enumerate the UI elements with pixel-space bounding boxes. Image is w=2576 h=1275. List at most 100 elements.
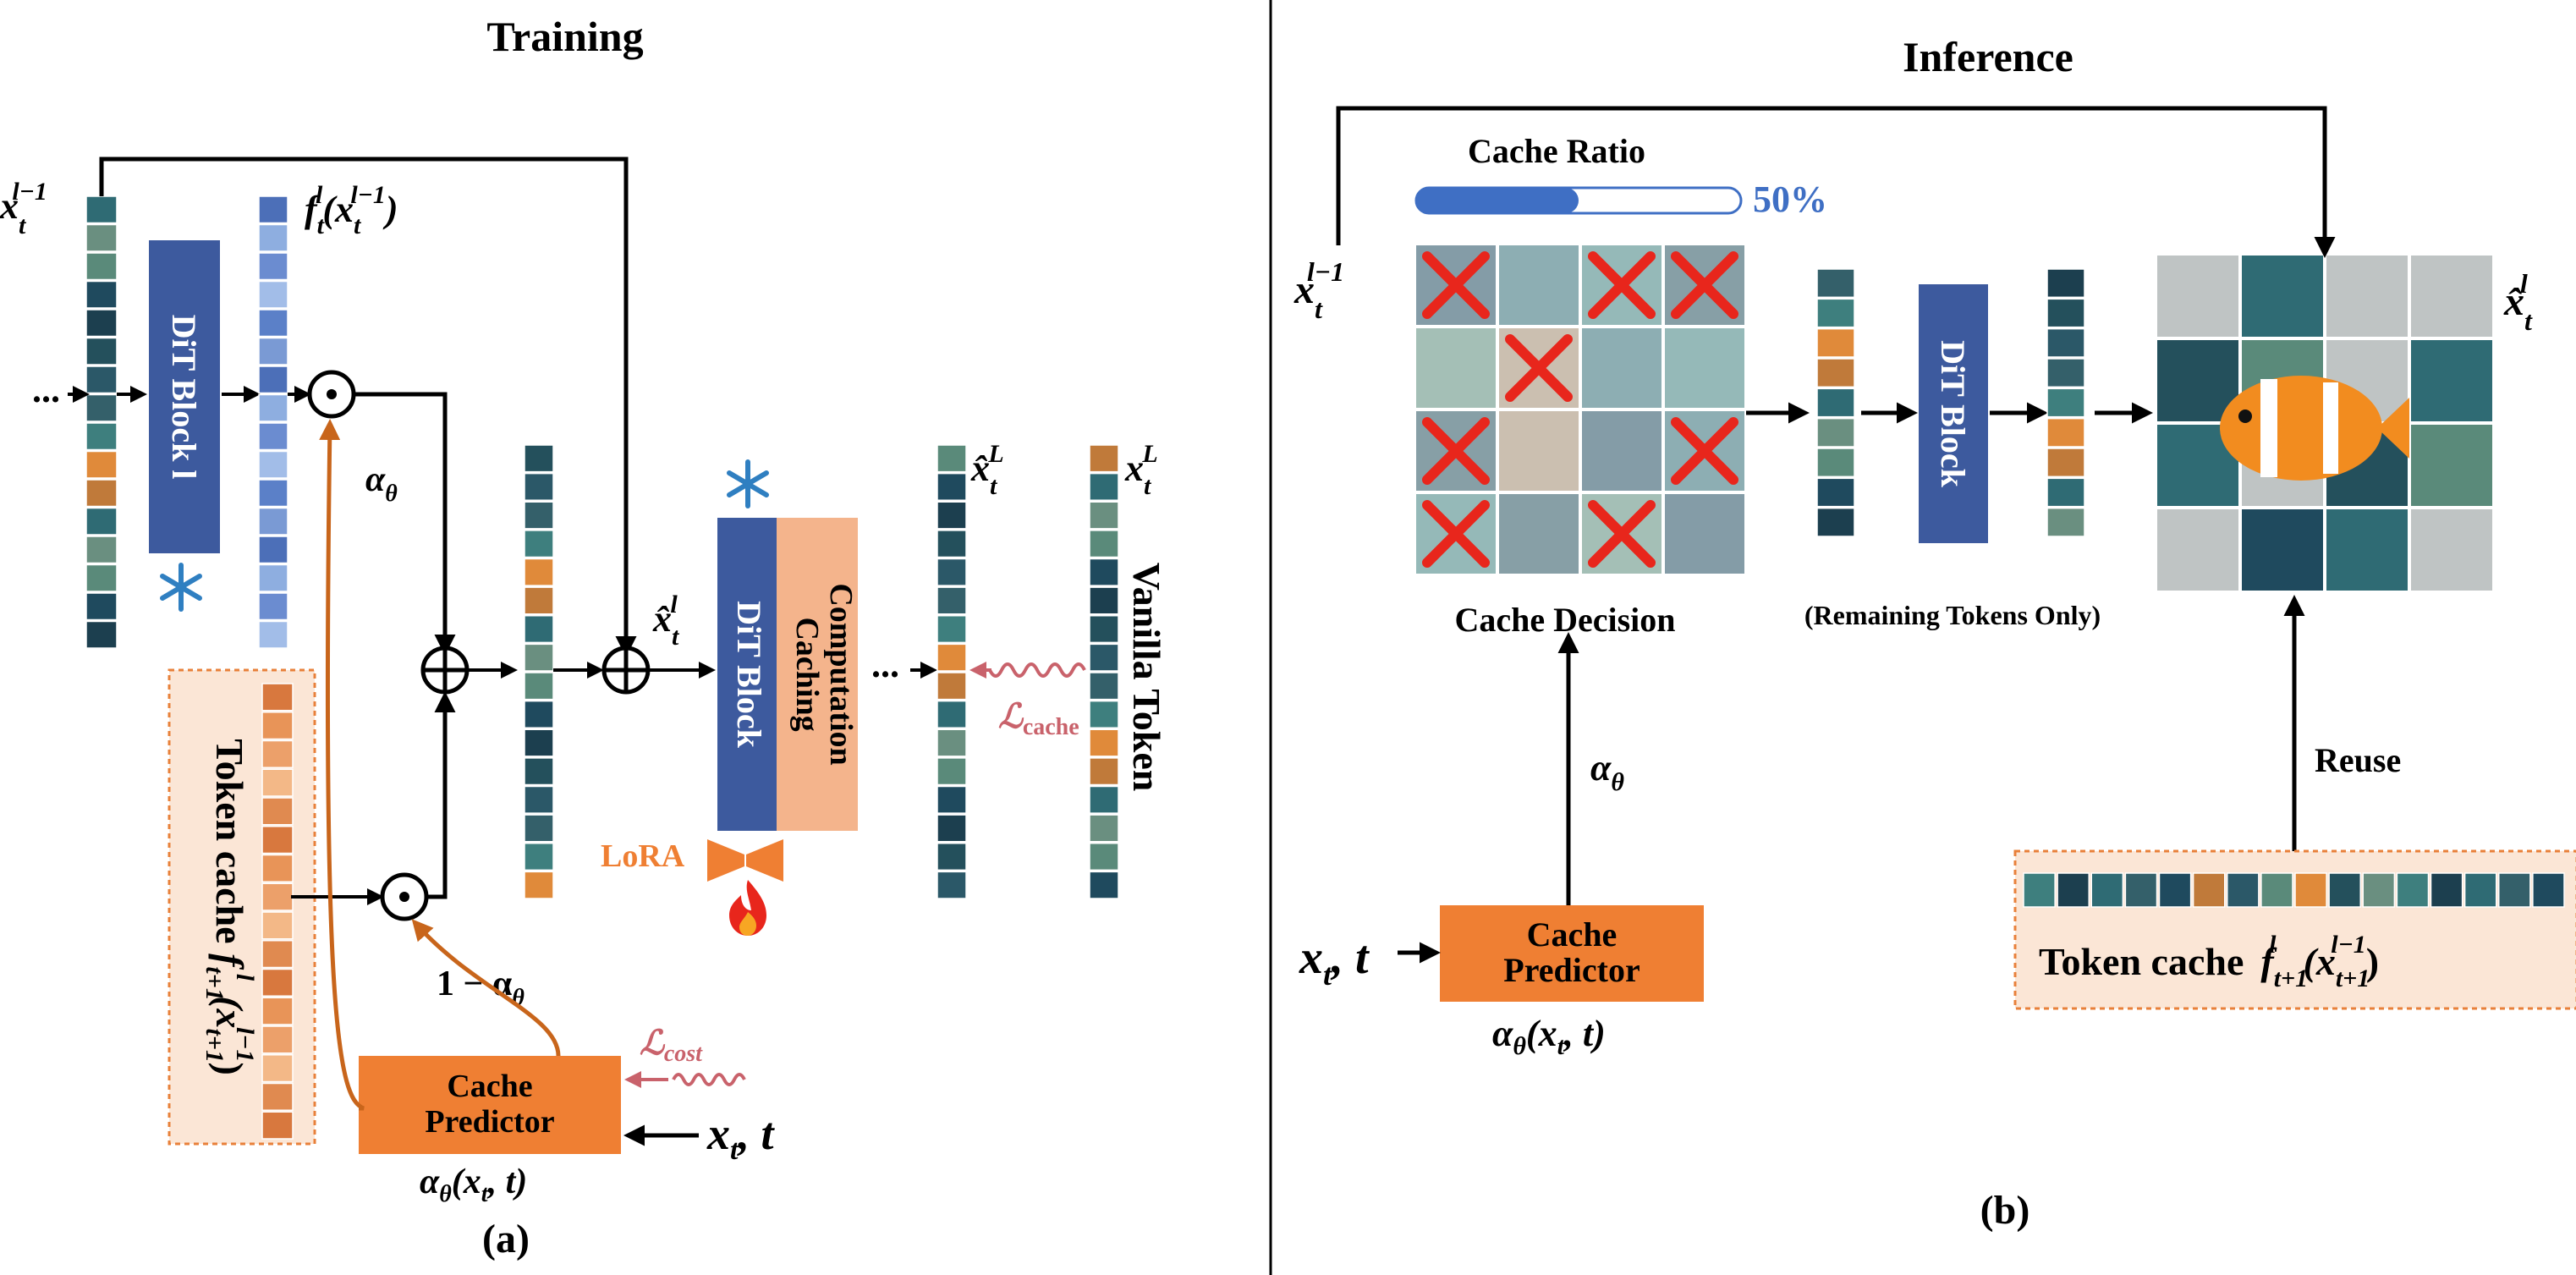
token-cell [258,536,288,564]
token-cell [2192,872,2226,908]
token-cell [2046,298,2085,328]
add-node-2 [601,646,651,695]
token-cell [85,252,118,281]
token-cell [524,785,554,814]
vanilla-token-column [1089,444,1119,899]
token-cell [1089,728,1119,757]
grid-cell [1416,328,1496,408]
token-cell [524,558,554,586]
grid-cell [1582,328,1661,408]
loss-cost-label: ℒcost [640,1024,703,1067]
token-cell [2532,872,2565,908]
grid-cell [2157,509,2238,591]
token-cell [2046,477,2085,508]
cache-decision-grid [1416,245,1744,574]
token-cell [2046,507,2085,537]
remaining-tokens-label: (Remaining Tokens Only) [1804,600,2101,630]
token-cell [936,785,967,814]
token-cell [261,854,294,882]
xhat-l-label: x̂tl [652,591,680,651]
cross-icon [1671,251,1738,319]
token-cell [1089,871,1119,899]
token-cell [258,365,288,394]
token-cell [1816,358,1855,388]
ellipsis-left: ... [32,369,60,410]
token-cell [261,997,294,1025]
output-token-grid [2157,256,2492,591]
dit-block-l [149,240,220,553]
cache-predictor-b [1440,905,1704,1002]
token-cell [524,643,554,672]
grid-cell [2411,425,2492,506]
cross-icon [1588,500,1656,568]
token-cell [936,501,967,530]
grid-cell [2411,256,2492,337]
cross-icon [1505,334,1573,402]
alpha-fn-a: αθ(xt, t) [420,1162,527,1207]
token-cell [261,1111,294,1140]
token-cell [1089,843,1119,871]
line-odot-bottom-to-plus [426,691,456,899]
caching-label-2: Computation [823,583,859,765]
token-cell [2463,872,2497,908]
token-cell [85,280,118,309]
token-cell [85,309,118,338]
input-token-label-b: xtl−1 [1293,256,1344,324]
x-L-label: xtL [1124,440,1158,500]
token-cell [1089,643,1119,672]
token-cell [1816,298,1855,328]
token-cell [85,422,118,451]
cache-predictor-a-line1: Cache [447,1069,532,1104]
token-cell [261,712,294,740]
token-cell [524,501,554,530]
token-cache-column [261,683,294,1140]
token-cell [1089,530,1119,558]
cross-icon [1671,417,1738,485]
xhat-label-b: x̂tl [2503,268,2533,336]
token-cell [936,558,967,586]
token-cell [261,1082,294,1111]
token-cell [85,337,118,365]
panel-inference: Inference Cache Ratio 50% xtl−1 Cache De… [1293,33,2576,1233]
token-cell [2023,872,2056,908]
grid-cell [2326,509,2408,591]
orange-arrow-to-bottom-odot [411,919,561,1057]
processed-token-column [2046,268,2085,537]
token-cell [258,450,288,479]
panel-b-title: Inference [1903,33,2073,80]
token-cell [1089,558,1119,586]
line-odot-top-to-plus [354,392,456,656]
token-cell [2090,872,2124,908]
token-cell [2430,872,2463,908]
input-token-label: xtl−1 [0,178,47,239]
token-cell [936,444,967,473]
dit-output-label: ftl(xtl−1) [305,181,398,239]
caching-label-1: Caching [789,617,825,731]
token-cell [936,472,967,501]
token-cell [1089,586,1119,615]
token-cell [936,643,967,672]
token-cell [2046,417,2085,448]
token-cell [85,223,118,252]
grid-cell [1499,411,1579,491]
token-cell [85,393,118,422]
ellipsis-mid: ... [871,644,899,685]
token-cell [261,968,294,997]
token-cell [261,683,294,712]
token-cell [936,757,967,786]
token-cell [524,871,554,899]
token-cell [258,479,288,508]
input-token-column [85,195,118,649]
token-cell [85,450,118,479]
remaining-token-column [1816,268,1855,537]
multiply-node-bottom [380,872,429,921]
token-cell [85,507,118,536]
token-cell [524,615,554,644]
panel-a-title: Training [486,13,643,60]
cross-icon [1422,417,1490,485]
token-cell [2294,872,2327,908]
token-cell [524,700,554,728]
token-cell [1089,501,1119,530]
token-cell [2362,872,2396,908]
